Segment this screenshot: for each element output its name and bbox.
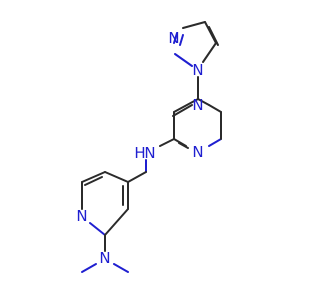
molecule-structure: N N N N N H N N: [76, 21, 222, 273]
pyridine-ring: [81, 171, 129, 236]
bond: [172, 104, 193, 117]
bond: [104, 171, 129, 183]
nh-label: N: [144, 144, 155, 162]
bond: [197, 98, 210, 106]
bond: [174, 53, 193, 67]
bond: [127, 171, 147, 183]
pyrazole-n-top-label: N: [168, 29, 179, 47]
nh-h-label: H: [134, 144, 145, 162]
bond: [208, 104, 222, 113]
bond: [81, 263, 97, 273]
bond: [173, 98, 199, 113]
bond: [84, 176, 103, 186]
pyrazole-n-bottom-label: N: [192, 61, 203, 79]
pyrimidine-n-top-label: N: [192, 96, 203, 114]
bond: [104, 208, 129, 236]
bond: [208, 26, 219, 46]
dimethylamino-n-label: N: [99, 249, 110, 267]
bond: [81, 171, 106, 183]
bond: [182, 21, 206, 29]
pyrazole-ring: [173, 21, 219, 67]
bond: [208, 138, 222, 147]
bond: [113, 263, 129, 273]
bond: [159, 138, 175, 147]
pyrimidine-n-bottom-label: N: [192, 143, 203, 161]
bond: [178, 142, 189, 149]
structure-canvas: N N N N N H N N: [76, 21, 222, 273]
bond: [202, 42, 217, 63]
bond: [173, 32, 178, 44]
pyrimidine-ring: [172, 98, 222, 149]
pyridine-n-label: N: [76, 207, 87, 225]
bond: [89, 222, 106, 236]
bond: [179, 34, 184, 46]
